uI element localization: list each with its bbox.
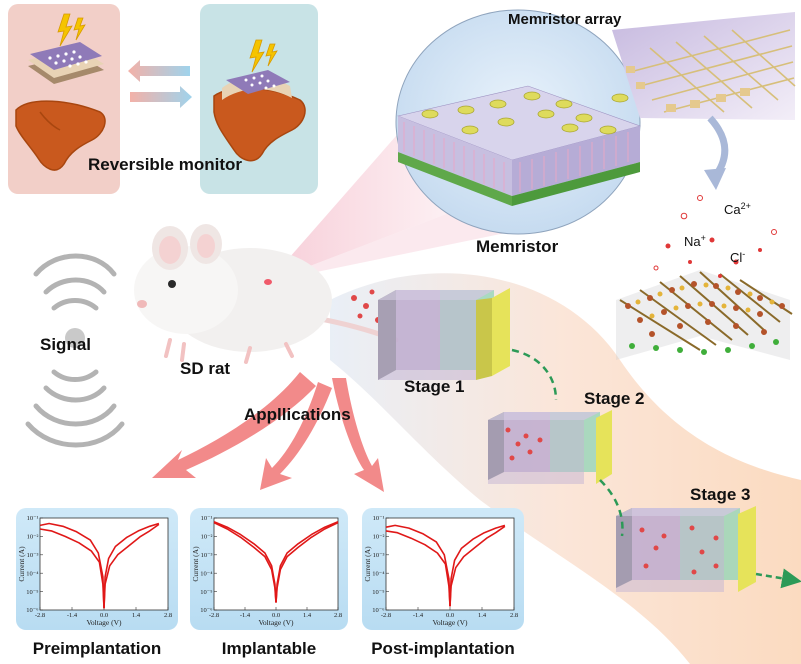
plot-title: Implantable [222,639,316,658]
zoom-beam-lower [268,205,520,282]
x-tick-label: -1.4 [240,612,251,619]
y-axis-label: Current (A) [191,546,200,582]
plot-title: Preimplantation [33,639,161,658]
plot-title: Post-implantation [371,639,515,658]
iv-plot-2: -2.8 -1.4 0.0 1.4 2.8 10⁻¹ 10⁻² 10⁻³ 10⁻⁴ 10⁻⁵ 10⁻… [190,508,348,658]
x-tick-label: 1.4 [478,612,487,619]
y-tick-label: 10⁻³ [201,552,213,559]
x-tick-label: 2.8 [164,612,172,619]
iv-plot-3: -2.8 -1.4 0.0 1.4 2.8 10⁻¹ 10⁻² 10⁻³ 10⁻⁴ 10⁻⁵ 10⁻… [362,508,524,658]
arrow-left-icon [128,60,190,82]
applications-label: Appllications [244,405,351,424]
iv-curve [449,524,506,607]
stage2-label: Stage 2 [584,389,644,408]
memristor-label: Memristor [476,237,559,256]
y-tick-label: 10⁻⁶ [200,607,212,614]
reversible-monitor-label: Reversible monitor [88,155,242,174]
iv-plots-group: -2.8 -1.4 0.0 1.4 2.8 10⁻¹ 10⁻² 10⁻³ 10⁻⁴ 10⁻⁵ 10⁻… [16,508,524,658]
x-tick-label: -2.8 [209,612,219,619]
y-tick-label: 10⁻² [27,534,39,541]
reversible-monitor-group: Reversible monitor [8,4,318,194]
stage1-device [378,288,510,380]
ion-na-label: Na+ [684,233,706,249]
ion-cl-label: Cl- [730,249,745,265]
signal-label: Signal [40,335,91,354]
memristor-zoom [395,9,642,235]
iv-curve [385,530,451,607]
dashed-arrow-3 [755,568,801,589]
y-tick-label: 10⁻⁶ [26,607,38,614]
liver-icon-right [213,87,306,162]
iv-curve [103,523,160,609]
y-tick-label: 10⁻³ [373,552,385,559]
signal-icon [25,253,125,448]
lightning-icon-right [249,39,278,73]
stage3-device [616,506,756,592]
memristor-array-group: Memristor array [508,11,796,190]
application-arrows [152,372,384,492]
x-tick-label: 0.0 [100,612,108,619]
iv-curve [275,521,339,603]
x-tick-label: 1.4 [132,612,141,619]
x-tick-label: 0.0 [272,612,280,619]
y-axis-label: Current (A) [17,546,26,582]
iv-curve [103,522,160,609]
y-axis-label: Current (A) [363,546,372,582]
x-tick-label: -1.4 [413,612,424,619]
iv-curve [385,524,451,607]
x-axis-label: Voltage (V) [86,618,122,627]
x-tick-label: 2.8 [334,612,342,619]
lightning-icon [57,13,86,47]
y-tick-label: 10⁻¹ [27,515,39,522]
y-tick-label: 10⁻² [373,534,385,541]
device-stack-left [28,42,104,84]
x-tick-label: -2.8 [35,612,45,619]
y-tick-label: 10⁻⁴ [372,570,385,577]
stage1-label: Stage 1 [404,377,464,396]
x-tick-label: -2.8 [381,612,391,619]
ion-lattice: Ca2+ Na+ Cl- [616,195,793,360]
iv-curve [213,521,277,603]
x-axis-label: Voltage (V) [432,618,468,627]
y-tick-label: 10⁻⁴ [26,570,39,577]
sd-rat-label: SD rat [180,359,230,378]
y-tick-label: 10⁻⁵ [372,589,384,596]
y-tick-label: 10⁻⁶ [372,607,384,614]
iv-curve [39,528,105,609]
dashed-arrow-1 [511,348,558,401]
iv-plot-1: -2.8 -1.4 0.0 1.4 2.8 10⁻¹ 10⁻² 10⁻³ 10⁻⁴ 10⁻⁵ 10⁻… [16,508,178,658]
y-tick-label: 10⁻⁵ [26,589,38,596]
stage3-label: Stage 3 [690,485,750,504]
y-tick-label: 10⁻¹ [201,515,213,522]
y-tick-label: 10⁻¹ [373,515,385,522]
stage2-device [488,410,612,484]
y-tick-label: 10⁻² [201,534,213,541]
memristor-array-label: Memristor array [508,11,622,28]
y-tick-label: 10⁻⁵ [200,589,212,596]
arrow-right-icon [130,86,192,108]
x-tick-label: 1.4 [303,612,312,619]
liver-icon-left [15,100,106,171]
signal-dot [65,328,85,348]
iv-curve [39,522,105,609]
x-tick-label: -1.4 [67,612,78,619]
y-tick-label: 10⁻³ [27,552,39,559]
x-tick-label: 2.8 [510,612,518,619]
x-axis-label: Voltage (V) [258,618,294,627]
ion-ca-label: Ca2+ [724,201,751,217]
device-stack-right [222,70,292,100]
y-tick-label: 10⁻⁴ [200,570,213,577]
lattice-lines [403,122,629,192]
electrode-cylinders [421,91,629,135]
x-tick-label: 0.0 [446,612,454,619]
iv-curve [449,525,506,607]
